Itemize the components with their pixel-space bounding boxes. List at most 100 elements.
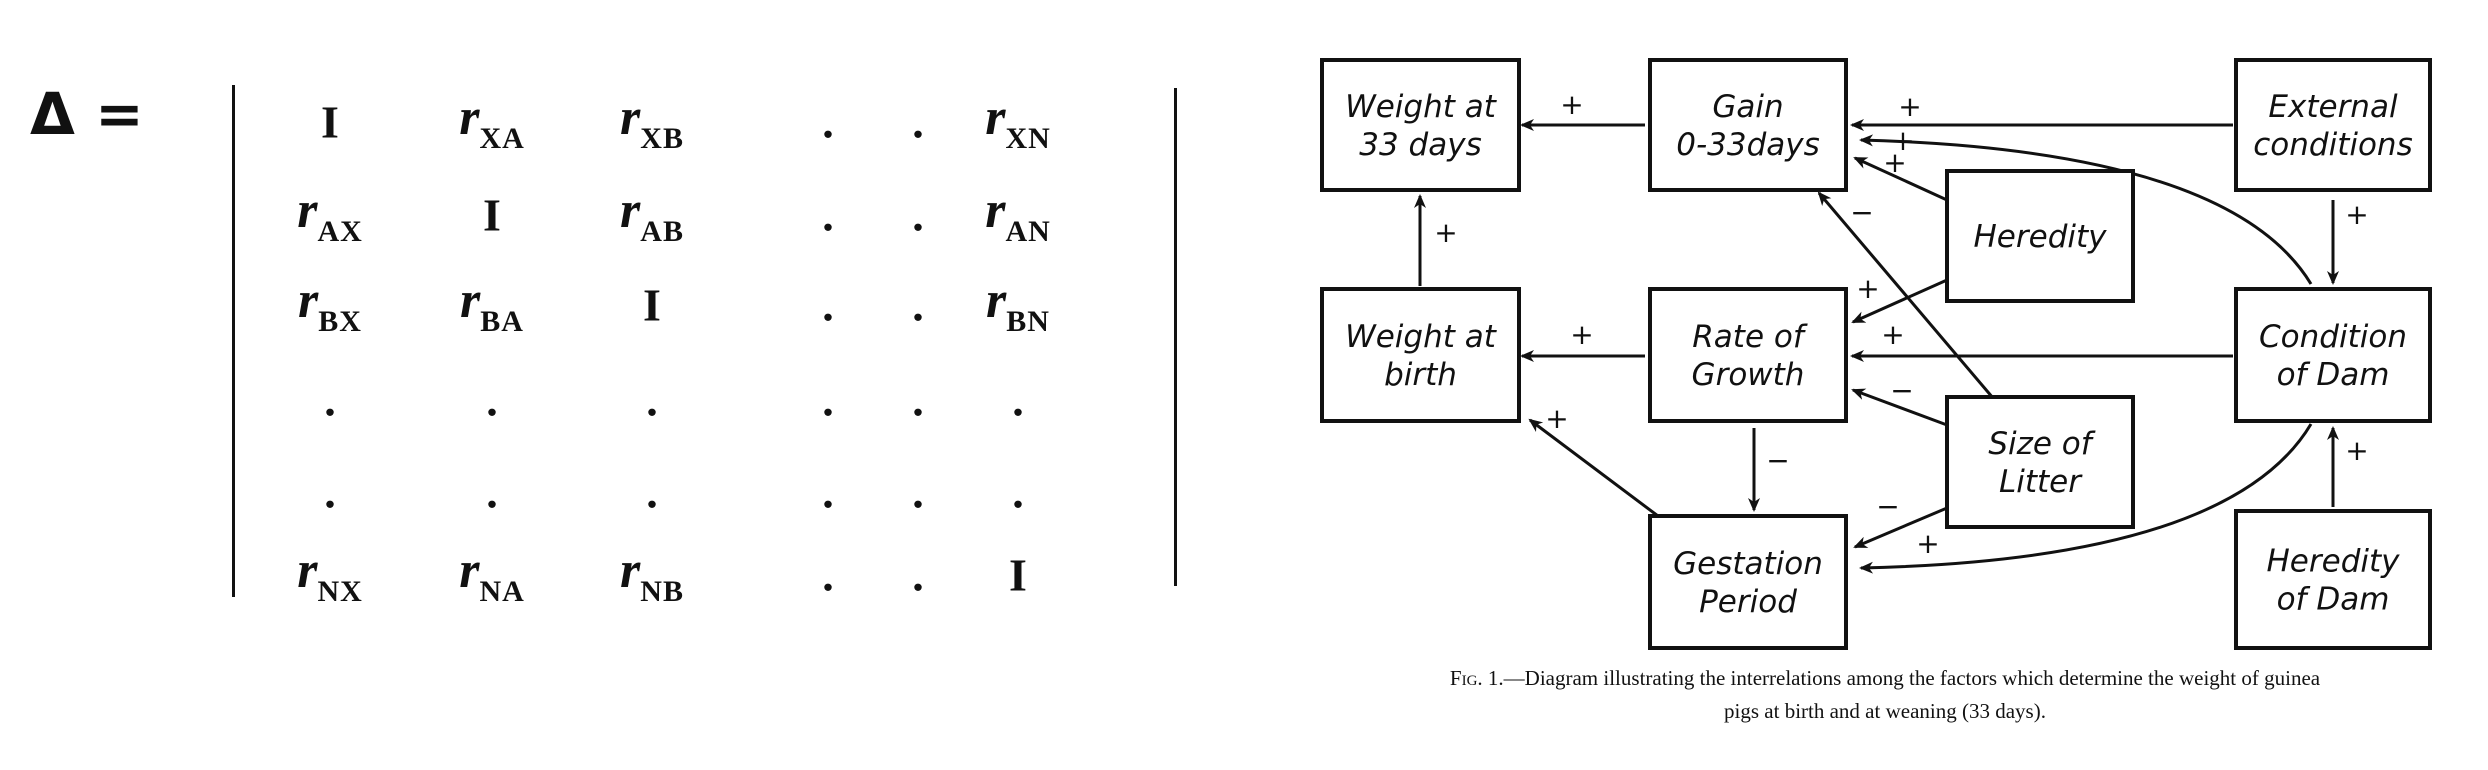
box-label: Period [1699,584,1797,620]
box-label: Condition [2259,319,2407,355]
matrix-cell: . [1012,374,1024,426]
effect-sign: + [1434,216,1457,249]
box-label: 0-33days [1676,127,1820,163]
matrix-cell: . [912,96,924,148]
matrix-cell: . [912,189,924,241]
matrix-cell: . [822,279,834,331]
effect-sign: − [1890,374,1913,407]
matrix-cell: . [324,466,336,518]
box-frame [1320,58,1521,192]
matrix-cell: I [321,96,339,148]
arrow-cond-to-gain [1859,134,2313,285]
matrix-cell: rBX [298,271,362,339]
determinant-right-bar [1174,88,1177,586]
matrix-cell: I [483,189,501,241]
effect-sign: − [1876,490,1899,523]
matrix-cell: . [822,96,834,148]
cell-symbol: r [297,542,318,599]
cell-symbol: r [620,89,641,146]
caption-figure-label: Fig. 1. [1449,666,1504,690]
matrix-cell: . [912,279,924,331]
matrix-cell: rAX [297,181,363,249]
cell-symbol: r [986,272,1007,329]
cell-subscript: NX [317,575,363,608]
effect-sign: − [1850,196,1873,229]
box-label: Heredity [2267,544,2401,580]
cell-subscript: AN [1005,215,1051,248]
box-frame [1648,58,1848,192]
matrix-cell: . [486,466,498,518]
box-label: of Dam [2277,582,2390,618]
matrix-cell: . [646,466,658,518]
cell-symbol: r [985,182,1006,239]
determinant-lhs: Δ = [30,80,144,148]
cell-symbol: r [460,272,481,329]
matrix-cell: rXN [985,88,1051,156]
box-frame [1945,169,2135,303]
box-label: of Dam [2277,357,2390,393]
effect-sign: + [1881,318,1904,351]
box-label: birth [1384,357,1457,393]
box-label: Gestation [1673,546,1823,582]
arrow-her-to-gain [1853,156,1948,202]
effect-sign: + [2345,198,2368,231]
cell-subscript: BA [480,305,524,338]
matrix-cell: . [486,374,498,426]
cell-symbol: r [459,542,480,599]
effect-sign: + [1883,146,1906,179]
effect-sign: + [1891,124,1914,157]
arrow-gest-to-wb [1528,418,1659,518]
box-label: Weight at [1345,89,1498,125]
effect-sign: + [1898,90,1921,123]
matrix-cell: . [646,374,658,426]
cell-subscript: AX [317,215,363,248]
matrix-cell: . [1012,466,1024,518]
determinant-left-bar [232,85,235,597]
matrix-cell: rBN [986,271,1050,339]
box-frame [1945,395,2135,529]
effect-sign: + [1545,402,1568,435]
cell-symbol: r [297,182,318,239]
box-frame [2234,509,2432,650]
matrix-cell: . [822,374,834,426]
box-label: Weight at [1345,319,1498,355]
matrix-cell: . [822,189,834,241]
matrix-cell: . [822,466,834,518]
matrix-cell: rNA [459,541,525,609]
box-label: External [2268,89,2398,125]
box-label: Rate of [1692,319,1808,355]
matrix-cell: . [912,466,924,518]
cell-subscript: XB [640,122,684,155]
box-label: Growth [1692,357,1805,393]
cell-symbol: r [985,89,1006,146]
matrix-cell: . [912,549,924,601]
matrix-cell: rXB [620,88,684,156]
effect-sign: + [2345,434,2368,467]
matrix-cell: rAB [620,181,684,249]
caption-line-2: pigs at birth and at weaning (33 days). [1724,699,2046,723]
box-frame [2234,58,2432,192]
arrow-her-to-rate [1851,278,1948,324]
matrix-cell: . [912,374,924,426]
box-label: conditions [2253,127,2412,163]
arrow-lit-to-gest [1853,506,1948,549]
matrix-cell: rNB [620,541,684,609]
cell-subscript: XN [1005,122,1051,155]
caption-line-1: —Diagram illustrating the interrelations… [1503,666,2321,690]
arrow-cond-to-gest [1859,423,2313,574]
arrow-lit-to-rate [1851,388,1948,427]
effect-sign: − [1766,444,1789,477]
matrix-cell: rNX [297,541,363,609]
cell-subscript: AB [640,215,684,248]
matrix-cell: I [643,279,661,331]
box-label: Gain [1712,89,1783,125]
effect-sign: + [1560,88,1583,121]
